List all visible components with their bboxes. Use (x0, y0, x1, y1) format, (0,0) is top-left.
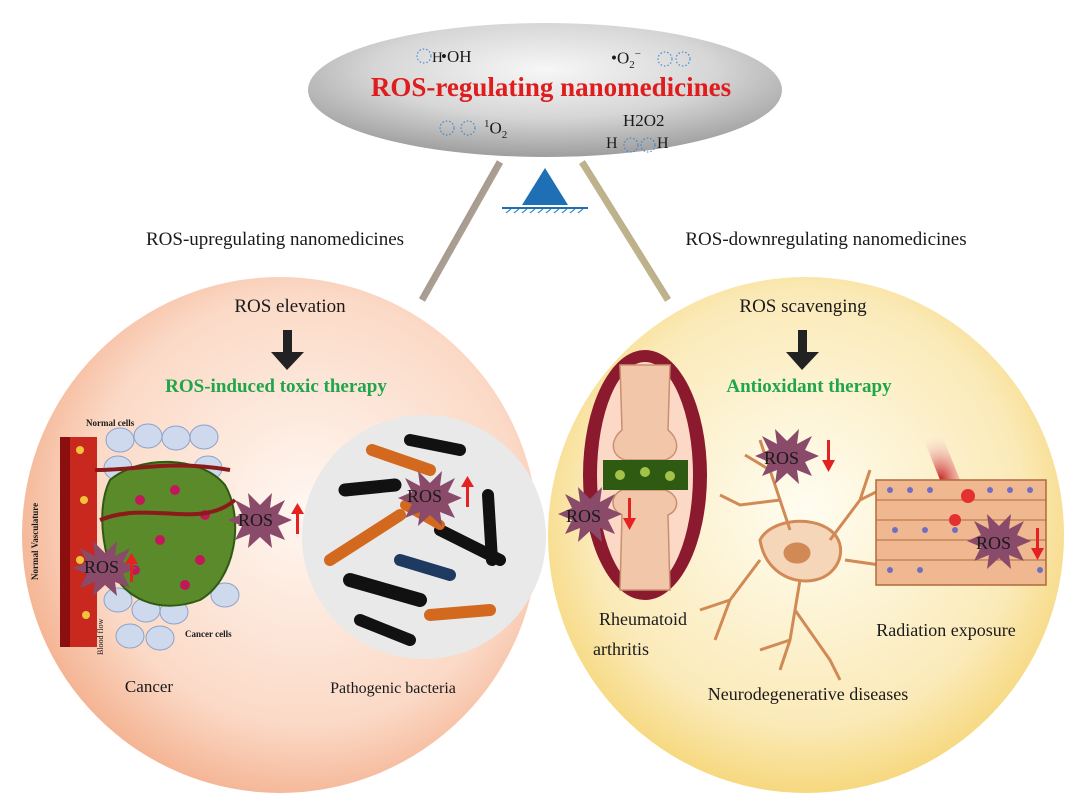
down-arrow-icon (786, 330, 819, 370)
ros-elevation-label: ROS elevation (234, 296, 346, 317)
superoxide-molecule-icon (657, 51, 691, 67)
ros-burst-right-3 (967, 514, 1031, 569)
left-therapy-label: ROS-induced toxic therapy (165, 376, 387, 397)
normal-cells-label: Normal cells (86, 418, 135, 428)
ros-burst-left-1 (228, 493, 292, 548)
ros-scavenging-label: ROS scavenging (739, 296, 867, 317)
tissue-illustration (875, 430, 1047, 586)
ros-burst-right-1 (558, 487, 622, 542)
up-arrow-icon (291, 503, 304, 534)
joint-illustration (583, 350, 707, 600)
pathogenic-bacteria-label: Pathogenic bacteria (330, 680, 456, 697)
ros-tag: ROS (976, 533, 1012, 553)
peroxide-molecule-icon (623, 137, 656, 153)
peroxide-h-right: H (657, 135, 669, 152)
ros-tag: ROS (238, 510, 274, 530)
ros-burst-left-3 (398, 471, 462, 526)
page-title: ROS-regulating nanomedicines (370, 72, 732, 102)
ros-tag: ROS (84, 557, 120, 577)
ros-tag: ROS (566, 506, 602, 526)
superoxide-label: •O2− (611, 48, 641, 72)
balance-rod-right (579, 160, 671, 302)
balance-rod-left (418, 160, 504, 302)
down-red-arrow-icon (1031, 528, 1044, 560)
rheumatoid-label-line1: Rheumatoid (599, 609, 687, 629)
neuron-illustration (699, 439, 901, 681)
cancer-label: Cancer (124, 677, 174, 696)
up-arrow-icon (461, 476, 474, 507)
down-red-arrow-icon (623, 498, 636, 530)
ros-burst-left-2 (73, 541, 137, 596)
ros-burst-right-2 (755, 429, 819, 484)
radiation-exposure-label: Radiation exposure (876, 620, 1016, 640)
hydroxyl-h-label: H (432, 50, 443, 66)
fulcrum-hatch (505, 207, 585, 214)
left-heading: ROS-upregulating nanomedicines (145, 229, 405, 250)
bacteria-illustration (302, 415, 546, 659)
down-red-arrow-icon (822, 440, 835, 472)
ros-tag: ROS (407, 486, 443, 506)
cancer-cells-label: Cancer cells (185, 629, 232, 639)
singlet-oxygen-label: 1O2 (484, 118, 508, 142)
blood-flow-label: Blood flow (96, 618, 105, 655)
normal-vasculature-label: Normal Vasculature (30, 502, 40, 580)
ros-tag: ROS (764, 448, 800, 468)
peroxide-h-left: H (606, 135, 618, 152)
singlet-oxygen-molecule-icon (439, 120, 476, 136)
up-arrow-icon (125, 553, 138, 582)
title-ellipse (308, 23, 782, 157)
fulcrum-icon (522, 168, 568, 205)
right-therapy-label: Antioxidant therapy (726, 376, 892, 397)
cancer-illustration (60, 423, 240, 651)
right-heading: ROS-downregulating nanomedicines (685, 229, 967, 250)
hydroxyl-molecule-icon (416, 48, 432, 64)
down-arrow-icon (271, 330, 304, 370)
neurodegenerative-label: Neurodegenerative diseases (707, 684, 909, 704)
peroxide-label: H2O2 (623, 111, 665, 130)
rheumatoid-label-line2: arthritis (593, 639, 649, 659)
hydroxyl-radical-label: •OH (441, 47, 472, 66)
